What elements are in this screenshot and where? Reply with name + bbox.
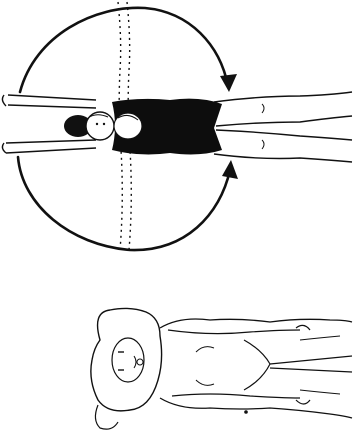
standing-figure-bottom xyxy=(91,308,352,429)
rotation-arc-top-icon xyxy=(20,8,237,92)
lying-figure-top xyxy=(2,92,352,162)
rotation-arc-bottom-icon xyxy=(18,157,238,250)
